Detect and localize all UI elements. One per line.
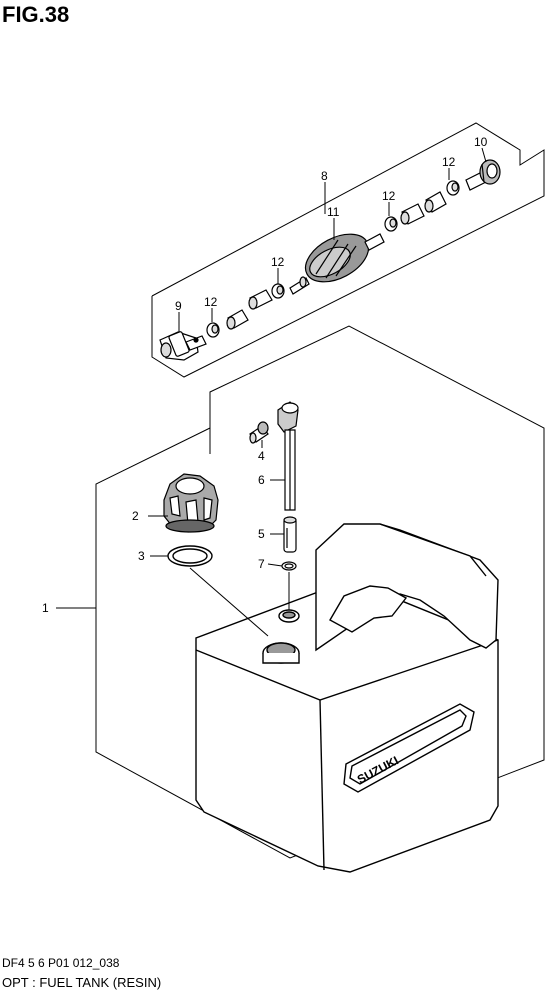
label-part-6: 6: [258, 473, 265, 487]
label-part-1: 1: [42, 601, 49, 615]
diagram-code: DF4 5 6 P01 012_038: [2, 956, 120, 970]
label-part-12-c: 12: [382, 189, 396, 203]
fuel-hose-assembly-frame: [152, 123, 544, 377]
hose-segment-a: [227, 310, 248, 329]
gasket-part-3: [168, 546, 212, 566]
filter-part-5: [284, 517, 296, 552]
label-part-9: 9: [175, 299, 182, 313]
label-part-10: 10: [474, 135, 488, 149]
hose-clip-part-12-b: [272, 284, 284, 298]
hose-segment-d: [425, 192, 446, 212]
cap-part-2: [164, 474, 218, 532]
label-part-5: 5: [258, 527, 265, 541]
hose-clip-part-12-c: [385, 217, 397, 231]
hose-segment-c: [401, 204, 424, 224]
o-ring-part-7: [282, 562, 296, 570]
primer-bulb-part-11: [290, 224, 384, 294]
label-part-2: 2: [132, 509, 139, 523]
label-part-7: 7: [258, 557, 265, 571]
fuel-tank-part-1: [196, 524, 498, 872]
label-part-8: 8: [321, 169, 328, 183]
figure-title: FIG.38: [2, 2, 70, 27]
hose-segment-b: [249, 290, 272, 309]
label-part-11: 11: [327, 205, 340, 219]
label-part-12-d: 12: [442, 155, 456, 169]
pickup-pipe-part-6: [278, 402, 298, 510]
diagram-caption: OPT : FUEL TANK (RESIN): [2, 975, 162, 990]
connector-part-9: [160, 331, 206, 360]
label-part-12-b: 12: [271, 255, 285, 269]
label-part-12-a: 12: [204, 295, 218, 309]
hose-clip-part-12-a: [207, 323, 219, 337]
label-part-3: 3: [138, 549, 145, 563]
hose-clip-part-12-d: [447, 181, 459, 195]
fuel-tank-frame: [96, 326, 544, 858]
fitting-part-4: [250, 422, 268, 443]
connector-part-10: [466, 160, 500, 190]
label-part-4: 4: [258, 449, 265, 463]
leader-lines: [56, 148, 486, 636]
